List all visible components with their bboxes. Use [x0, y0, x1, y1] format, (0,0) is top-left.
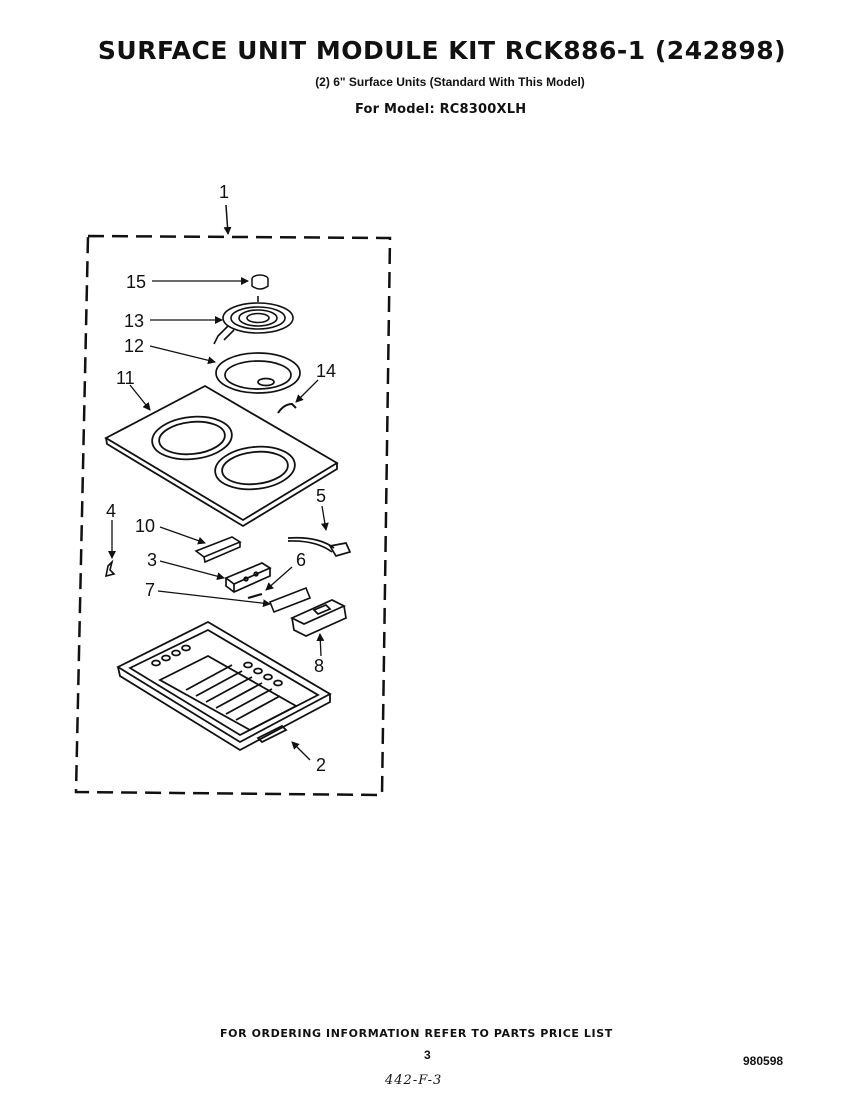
part-8-mounting-bracket	[290, 599, 347, 637]
leader-7	[157, 590, 271, 608]
callout-12: 12	[124, 336, 144, 356]
callout-11: 11	[116, 368, 135, 388]
page-subtitle: (2) 6" Surface Units (Standard With This…	[315, 75, 585, 89]
part-14-clip	[277, 402, 297, 414]
callout-13: 13	[124, 311, 144, 331]
page-number: 3	[424, 1048, 431, 1062]
callout-14: 14	[316, 361, 336, 381]
part-12-drip-bowl	[215, 352, 301, 394]
callout-10: 10	[135, 516, 155, 536]
part-2-burner-box	[116, 620, 332, 752]
callout-4: 4	[106, 501, 116, 521]
callout-1: 1	[219, 182, 229, 202]
callout-7: 7	[145, 580, 155, 600]
part-7-insulator	[268, 586, 312, 614]
callout-15: 15	[126, 272, 146, 292]
model-label: For Model: RC8300XLH	[355, 102, 527, 117]
leader-14	[295, 379, 319, 403]
leader-8	[316, 633, 325, 657]
handwritten-note: 442-F-3	[385, 1073, 443, 1088]
part-5-wire-harness	[287, 536, 352, 557]
part-11-cooktop-top	[104, 384, 339, 528]
callout-3: 3	[147, 550, 157, 570]
callout-6: 6	[296, 550, 306, 570]
leader-10	[159, 526, 206, 545]
part-3-switch-block	[224, 562, 272, 593]
part-4-screw	[104, 559, 116, 578]
part-15-knob	[251, 274, 269, 290]
leader-12	[149, 345, 216, 365]
callout-5: 5	[316, 486, 326, 506]
page-title: SURFACE UNIT MODULE KIT RCK886-1 (242898…	[97, 36, 787, 65]
leader-11	[129, 384, 151, 411]
ordering-info: FOR ORDERING INFORMATION REFER TO PARTS …	[220, 1027, 613, 1040]
part-6-pin	[247, 592, 263, 600]
leader-1	[223, 204, 232, 235]
kit-boundary	[74, 234, 392, 797]
leader-3	[159, 560, 225, 581]
leader-5	[320, 505, 329, 531]
leader-6	[265, 566, 293, 591]
part-13-surface-element	[213, 296, 294, 345]
document-code: 980598	[743, 1054, 784, 1068]
callout-2: 2	[316, 755, 326, 775]
callout-8: 8	[314, 656, 324, 676]
part-10-bracket	[194, 536, 242, 564]
leader-2	[291, 741, 311, 761]
